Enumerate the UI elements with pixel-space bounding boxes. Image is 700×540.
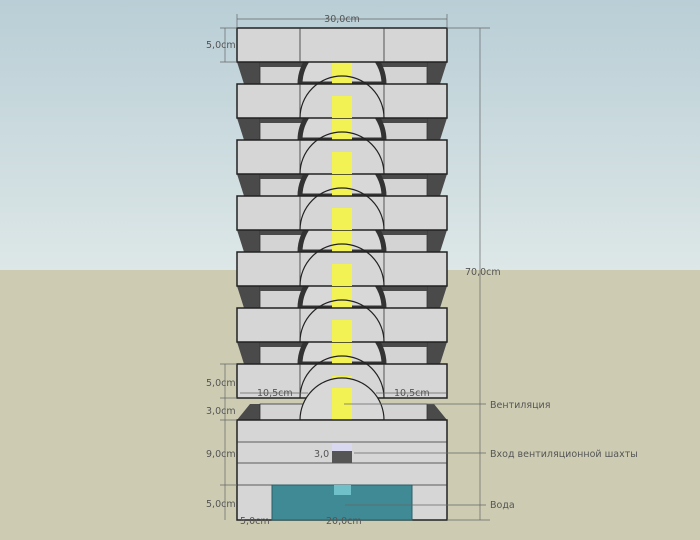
ventilation-channel (332, 320, 352, 342)
tier-support-left (237, 174, 260, 196)
dim-lower-slab: 5,0cm (206, 378, 236, 389)
ventilation-channel (332, 342, 352, 364)
dim-top-slab: 5,0cm (206, 40, 236, 51)
ventilation-channel (332, 62, 352, 84)
tier-support-left (237, 230, 260, 252)
callout-ventilation: Вентиляция (490, 400, 550, 411)
ventilation-channel (332, 264, 352, 286)
dim-bottom-wall: 5,0cm (240, 516, 270, 527)
ventilation-channel (332, 230, 352, 252)
dim-right-offset: 10,5cm (394, 388, 430, 399)
tier-support-right (427, 230, 447, 252)
dim-total-height: 70,0cm (465, 267, 501, 278)
ventilation-channel (332, 208, 352, 230)
dim-left-offset: 10,5cm (257, 388, 293, 399)
ventilation-channel (332, 152, 352, 174)
tier-support-left (237, 118, 260, 140)
callout-water: Вода (490, 500, 515, 511)
tier-support-left (237, 342, 260, 364)
tier-support-left (237, 286, 260, 308)
tier-support-right (427, 62, 447, 84)
callout-shaft-inlet: Вход вентиляционной шахты (490, 449, 638, 460)
dim-total-width: 30,0cm (324, 14, 360, 25)
tier-support-left (237, 62, 260, 84)
tier-support-right (427, 286, 447, 308)
dim-inlet: 3,0 (314, 449, 329, 460)
stone-slab (236, 27, 448, 63)
tier-support-right (427, 118, 447, 140)
dim-water-width: 20,0cm (326, 516, 362, 527)
ventilation-channel (332, 96, 352, 118)
tower-base (236, 377, 448, 521)
dim-base-middle: 9,0cm (206, 449, 236, 460)
dim-base-bottom: 5,0cm (206, 499, 236, 510)
ventilation-channel (332, 286, 352, 308)
ventilation-channel (332, 174, 352, 196)
ventilation-channel (332, 118, 352, 140)
ventilation-channel (332, 388, 352, 420)
tier-support-right (427, 342, 447, 364)
dimension-lines (220, 14, 490, 521)
tier-support-right (427, 174, 447, 196)
dim-gap: 3,0cm (206, 406, 236, 417)
